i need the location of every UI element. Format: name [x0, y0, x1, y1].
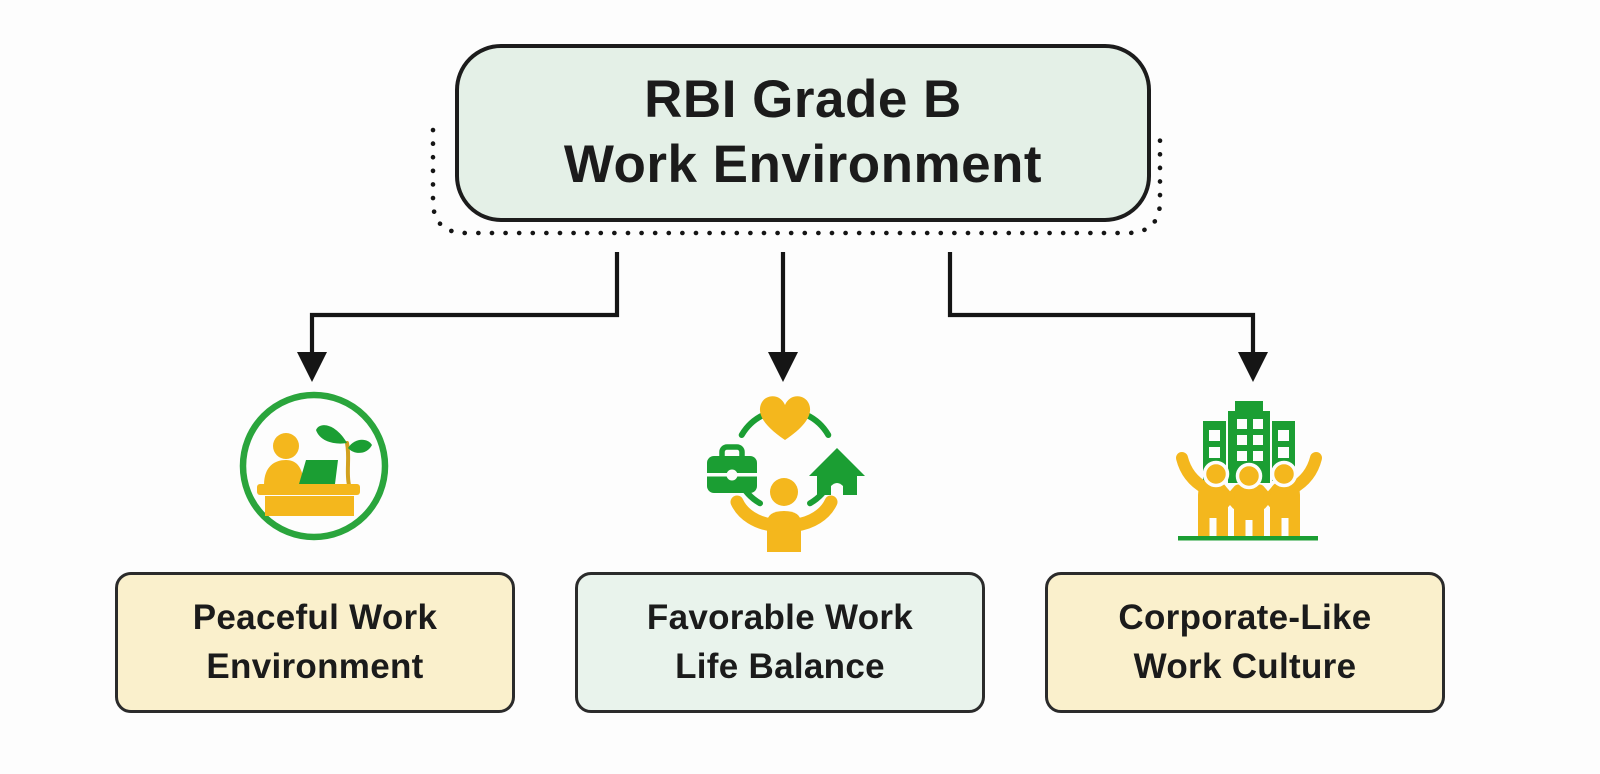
title-box: RBI Grade B Work Environment	[455, 44, 1151, 222]
person-icon	[264, 433, 304, 485]
connector-arrow-right	[947, 252, 1268, 382]
connector-arrow-middle	[768, 252, 798, 382]
corporate-buildings-team-icon	[1176, 401, 1322, 541]
desk-icon	[257, 484, 360, 516]
label-box-peaceful-work-environment: Peaceful Work Environment	[115, 572, 515, 713]
person-at-desk-icon	[239, 391, 389, 541]
work-life-balance-icon	[707, 396, 865, 552]
connector-arrow-left	[297, 252, 620, 382]
team-icon	[1176, 452, 1322, 541]
plant-icon	[316, 425, 372, 487]
person-icon	[730, 478, 838, 552]
laptop-icon	[299, 460, 338, 484]
heart-icon	[759, 396, 811, 440]
label-box-corporate-like-work-culture: Corporate-Like Work Culture	[1045, 572, 1445, 713]
label-line: Work Culture	[1133, 646, 1357, 686]
title-line-2: Work Environment	[563, 135, 1043, 194]
label-line: Life Balance	[675, 646, 885, 686]
label-line: Favorable Work	[646, 598, 914, 638]
house-icon	[809, 448, 865, 495]
briefcase-icon	[707, 444, 757, 493]
label-line: Environment	[206, 646, 424, 686]
label-line: Corporate-Like	[1118, 598, 1372, 638]
label-box-favorable-work-life-balance: Favorable Work Life Balance	[575, 572, 985, 713]
label-line: Peaceful Work	[192, 598, 438, 638]
title-line-1: RBI Grade B	[644, 70, 962, 130]
